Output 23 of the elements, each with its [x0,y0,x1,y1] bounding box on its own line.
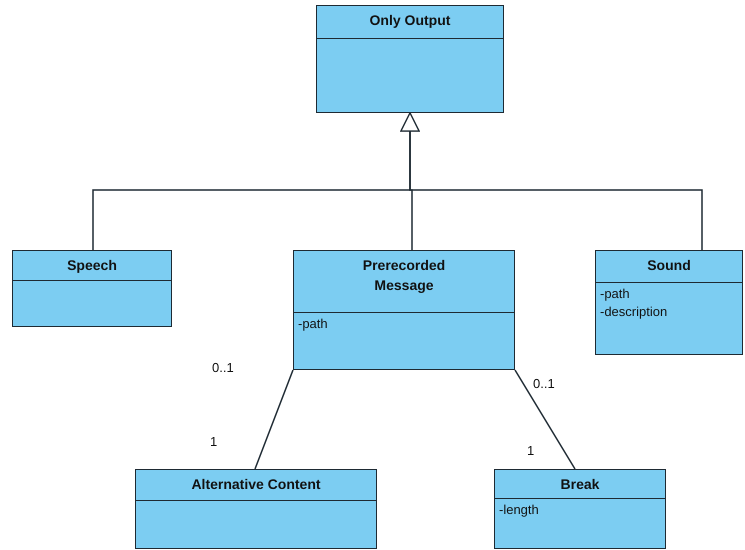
class-name: Alternative Content [191,475,321,494]
class-attribute: -path [298,315,329,333]
class-box [494,469,666,549]
class-box [293,250,515,370]
generalization-arrow [400,112,703,250]
multiplicity-label: 0..1 [533,376,555,391]
multiplicity-label: 0..1 [212,360,234,375]
class-name: Only Output [370,11,450,30]
class-attribute: -path [600,285,631,303]
class-name: Sound [647,256,691,275]
association-line [514,370,576,470]
class-name: Break [560,475,600,494]
class-name: Speech [67,256,117,275]
class-attribute: -description [600,303,668,321]
class-box [316,5,504,113]
multiplicity-label: 1 [210,434,218,449]
class-name: Prerecorded Message [362,256,446,295]
class-box [595,250,743,355]
class-attribute: -length [499,501,540,519]
multiplicity-label: 1 [527,443,534,458]
association-line [254,370,294,470]
class-box [12,250,172,327]
class-box [135,469,377,549]
